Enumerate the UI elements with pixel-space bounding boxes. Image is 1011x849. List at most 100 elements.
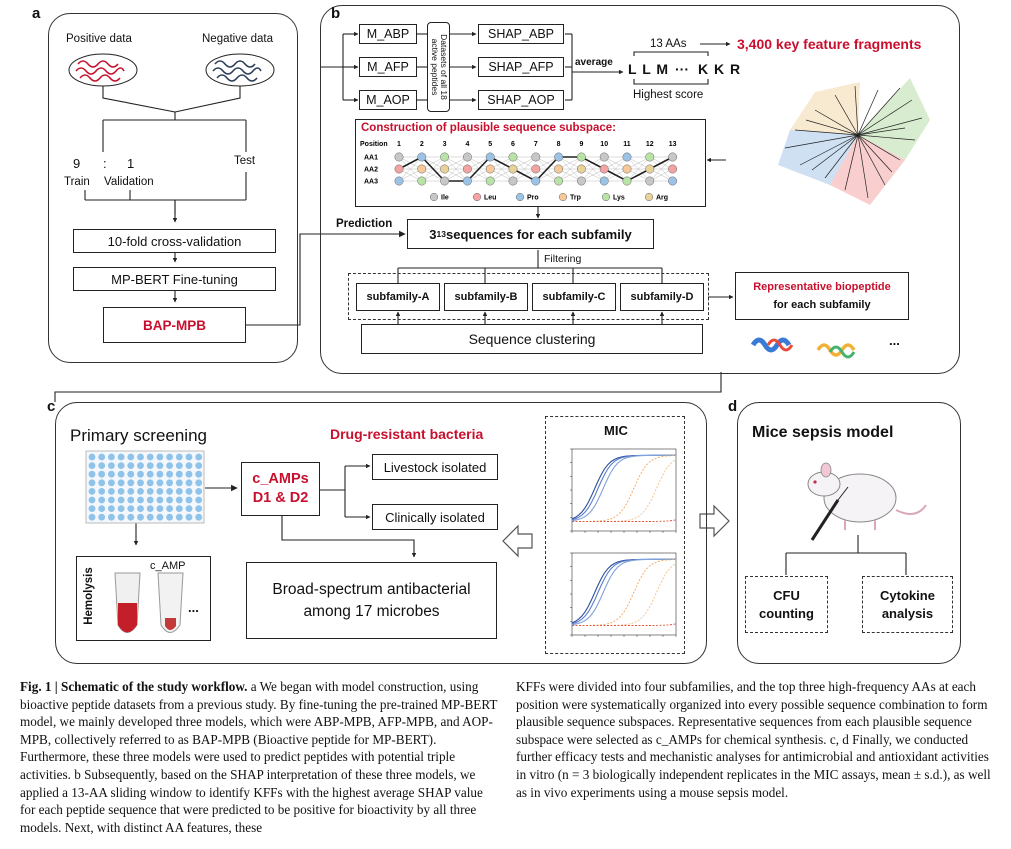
sequence-start: L L M bbox=[628, 61, 670, 77]
well bbox=[156, 496, 164, 504]
drug-resistant-label: Drug-resistant bacteria bbox=[330, 426, 484, 442]
well bbox=[108, 479, 115, 487]
well bbox=[137, 505, 144, 512]
well bbox=[137, 513, 144, 521]
well bbox=[156, 488, 164, 495]
camps-line2: D1 & D2 bbox=[252, 490, 309, 506]
subfamily-c-box: subfamily-C bbox=[532, 283, 616, 311]
aa-node bbox=[485, 152, 495, 162]
subfamily-b-box: subfamily-B bbox=[444, 283, 528, 311]
aa-node bbox=[440, 152, 450, 162]
cytokine-line1: Cytokine bbox=[880, 587, 935, 603]
well bbox=[88, 488, 96, 495]
sequences-base: 3 bbox=[429, 226, 437, 242]
broad-spectrum-box: Broad-spectrum antibacterial among 17 mi… bbox=[246, 562, 497, 639]
well bbox=[166, 513, 174, 521]
well bbox=[146, 453, 154, 461]
aa-node bbox=[394, 164, 404, 174]
position-number: 5 bbox=[488, 141, 492, 148]
position-number: 8 bbox=[557, 141, 561, 148]
well bbox=[98, 453, 106, 461]
well bbox=[127, 453, 135, 461]
hemolysis-box bbox=[76, 556, 211, 641]
representative-box: Representative biopeptide for each subfa… bbox=[735, 272, 909, 320]
negative-data-icon bbox=[205, 53, 275, 87]
well bbox=[156, 513, 164, 521]
caption-right: KFFs were divided into four subfamilies,… bbox=[516, 678, 996, 801]
well bbox=[137, 496, 144, 504]
panel-a-lines bbox=[84, 86, 406, 326]
subspace-title: Construction of plausible sequence subsp… bbox=[361, 122, 616, 134]
well bbox=[156, 505, 164, 512]
panel-b-frame bbox=[320, 5, 960, 374]
well bbox=[175, 479, 183, 487]
aa-node bbox=[599, 176, 609, 186]
well bbox=[146, 462, 154, 469]
well bbox=[137, 453, 144, 461]
aa-row-label: AA3 bbox=[364, 179, 378, 186]
aa-node bbox=[462, 164, 472, 174]
well bbox=[117, 470, 125, 478]
aa-node bbox=[645, 176, 655, 186]
panel-b-letter: b bbox=[331, 5, 341, 22]
well bbox=[88, 505, 96, 512]
well bbox=[137, 470, 144, 478]
panel-a-letter: a bbox=[32, 5, 41, 22]
negative-data-label: Negative data bbox=[202, 33, 273, 45]
well bbox=[146, 505, 154, 512]
cfu-line2: counting bbox=[759, 605, 814, 621]
aa-node bbox=[645, 164, 655, 174]
well bbox=[195, 513, 203, 521]
aa-node bbox=[417, 164, 427, 174]
caption-left-text: a We began with model construction, usin… bbox=[20, 679, 498, 835]
well bbox=[175, 505, 183, 512]
model-aop-box: M_AOP bbox=[359, 90, 417, 110]
model-afp-box: M_AFP bbox=[359, 57, 417, 77]
clustering-box: Sequence clustering bbox=[361, 324, 703, 354]
well bbox=[108, 488, 115, 495]
aa-node bbox=[485, 176, 495, 186]
well bbox=[88, 513, 96, 521]
well bbox=[166, 479, 174, 487]
well bbox=[88, 462, 96, 469]
mic-plot-frame bbox=[571, 448, 677, 532]
mice-sepsis-title: Mice sepsis model bbox=[752, 424, 894, 441]
sequence-end: K K R bbox=[698, 61, 742, 77]
highest-score-label: Highest score bbox=[633, 89, 704, 101]
position-label: Position bbox=[360, 141, 388, 148]
mic-curve bbox=[572, 455, 677, 522]
hemolysis-label: Hemolysis bbox=[82, 567, 95, 625]
well bbox=[185, 505, 193, 512]
shap-abp-box: SHAP_ABP bbox=[478, 24, 564, 44]
well bbox=[156, 453, 164, 461]
bap-mpb-box: BAP-MPB bbox=[103, 307, 246, 343]
mic-curve bbox=[572, 563, 677, 626]
aa-node bbox=[508, 152, 518, 162]
well bbox=[175, 488, 183, 495]
subfamily-group bbox=[348, 273, 709, 320]
mic-curve bbox=[571, 454, 676, 521]
well bbox=[175, 453, 183, 461]
positive-data-label: Positive data bbox=[66, 33, 132, 45]
well bbox=[185, 488, 193, 495]
well bbox=[166, 488, 174, 495]
well bbox=[98, 505, 106, 512]
mic-title: MIC bbox=[604, 423, 628, 438]
well bbox=[195, 479, 203, 487]
legend-swatch bbox=[644, 192, 654, 202]
position-number: 1 bbox=[397, 141, 401, 148]
camp-tube-label: c_AMP bbox=[150, 560, 186, 572]
well bbox=[156, 470, 164, 478]
hollow-arrow-right-icon bbox=[699, 504, 730, 538]
peptide-structure-icons bbox=[750, 337, 856, 359]
well bbox=[98, 479, 106, 487]
clinical-box: Clinically isolated bbox=[372, 504, 498, 530]
well bbox=[137, 479, 144, 487]
aa-node bbox=[531, 164, 541, 174]
mic-curve bbox=[572, 519, 677, 522]
well bbox=[98, 496, 106, 504]
aa-node bbox=[394, 152, 404, 162]
well bbox=[88, 470, 96, 478]
position-number: 13 bbox=[669, 141, 677, 148]
